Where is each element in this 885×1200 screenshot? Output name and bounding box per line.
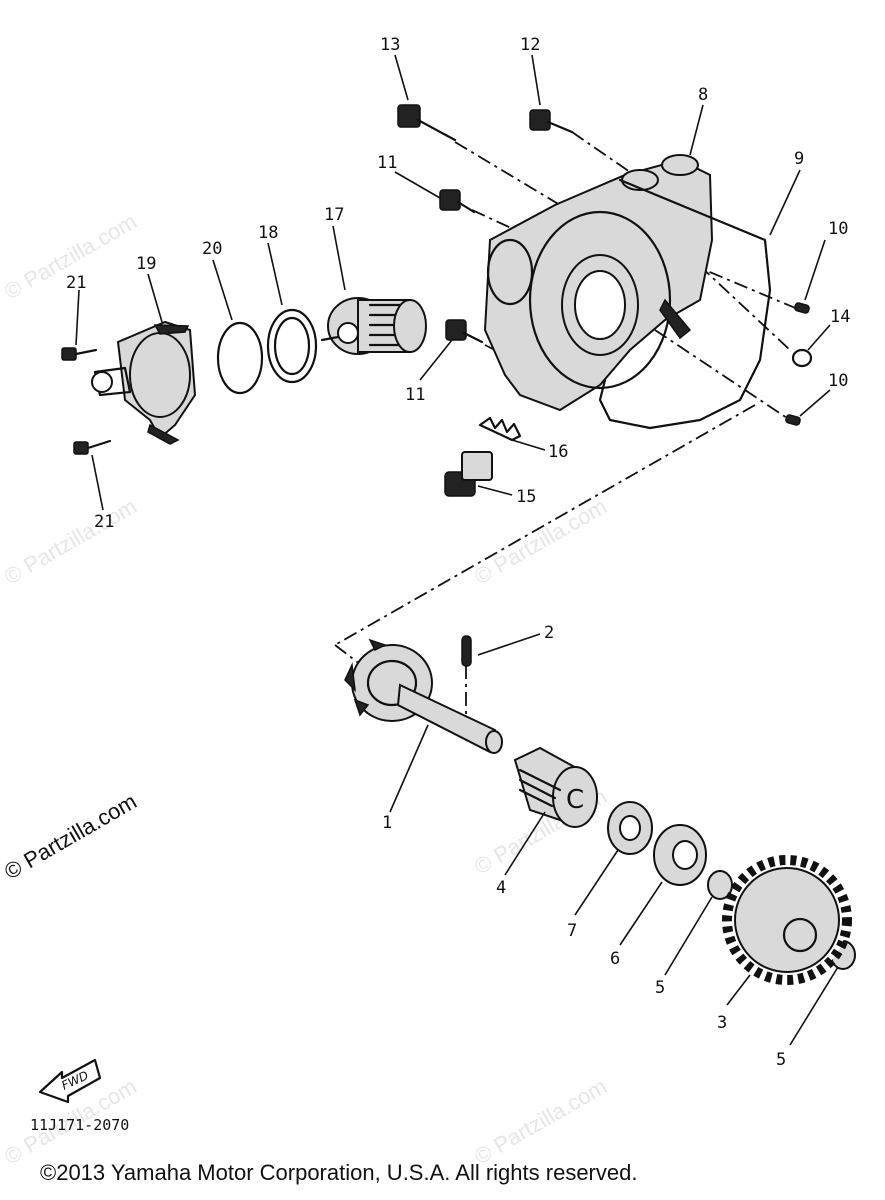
callout-3: 3 [717, 1013, 727, 1033]
thermostat-17 [320, 297, 427, 355]
impeller-shaft-1 [344, 638, 503, 754]
callout-10-upper: 10 [828, 219, 848, 239]
callout-12: 12 [520, 35, 540, 55]
bolt-11-lower [445, 319, 484, 344]
copyright-footer: ©2013 Yamaha Motor Corporation, U.S.A. A… [40, 1160, 638, 1185]
callout-1: 1 [382, 813, 392, 833]
svg-text:C: C [566, 785, 584, 815]
callout-5-upper: 5 [655, 978, 665, 998]
callout-21-lower: 21 [94, 512, 114, 532]
callout-6: 6 [610, 949, 620, 969]
oil-seal-7 [607, 801, 653, 855]
drawing-code: 11J171-2070 [30, 1116, 129, 1134]
callout-11-upper: 11 [377, 153, 397, 173]
watermark: © Partzilla.com [470, 1074, 611, 1170]
pin-2 [461, 635, 472, 667]
bolt-21-lower [73, 439, 112, 455]
watermark: © Partzilla.com [470, 494, 611, 590]
callout-7: 7 [567, 921, 577, 941]
pump-housing-8 [483, 154, 714, 412]
callout-14: 14 [830, 307, 850, 327]
drain-bolt-15 [444, 451, 493, 497]
callouts: 13 12 8 9 11 10 14 10 11 16 15 17 18 20 … [66, 35, 850, 1070]
o-ring-14 [791, 348, 813, 368]
dowel-pin-10-lower [785, 414, 801, 426]
bolt-13 [397, 104, 457, 142]
callout-16: 16 [548, 442, 568, 462]
watermark: © Partzilla.com [0, 494, 141, 590]
gasket-9 [598, 178, 772, 430]
callout-11-lower: 11 [405, 385, 425, 405]
bearing-6 [653, 824, 707, 886]
thermostat-cover [91, 320, 197, 445]
callout-19: 19 [136, 254, 156, 274]
callout-5-lower: 5 [776, 1050, 786, 1070]
fwd-label: FWD [59, 1068, 90, 1093]
washer-5-upper [707, 870, 733, 900]
callout-2: 2 [544, 623, 554, 643]
gasket-18 [266, 308, 318, 384]
callout-8: 8 [698, 85, 708, 105]
callout-10-lower: 10 [828, 371, 848, 391]
callout-17: 17 [324, 205, 344, 225]
callout-20: 20 [202, 239, 222, 259]
spring-16 [478, 416, 522, 442]
bolt-11-upper [439, 189, 476, 214]
callout-18: 18 [258, 223, 278, 243]
watermark-main: © Partzilla.com [0, 789, 141, 885]
o-ring-20 [216, 321, 264, 395]
callout-13: 13 [380, 35, 400, 55]
callout-9: 9 [794, 149, 804, 169]
impeller-gear-3 [722, 855, 852, 985]
mechanical-seal-4: C [513, 746, 598, 828]
dowel-pin-10-upper [794, 302, 810, 314]
callout-4: 4 [496, 878, 506, 898]
callout-21-upper: 21 [66, 273, 86, 293]
bolt-12 [529, 109, 574, 134]
callout-15: 15 [516, 487, 536, 507]
leader-lines [75, 54, 839, 1046]
bolt-21-upper [61, 347, 98, 361]
